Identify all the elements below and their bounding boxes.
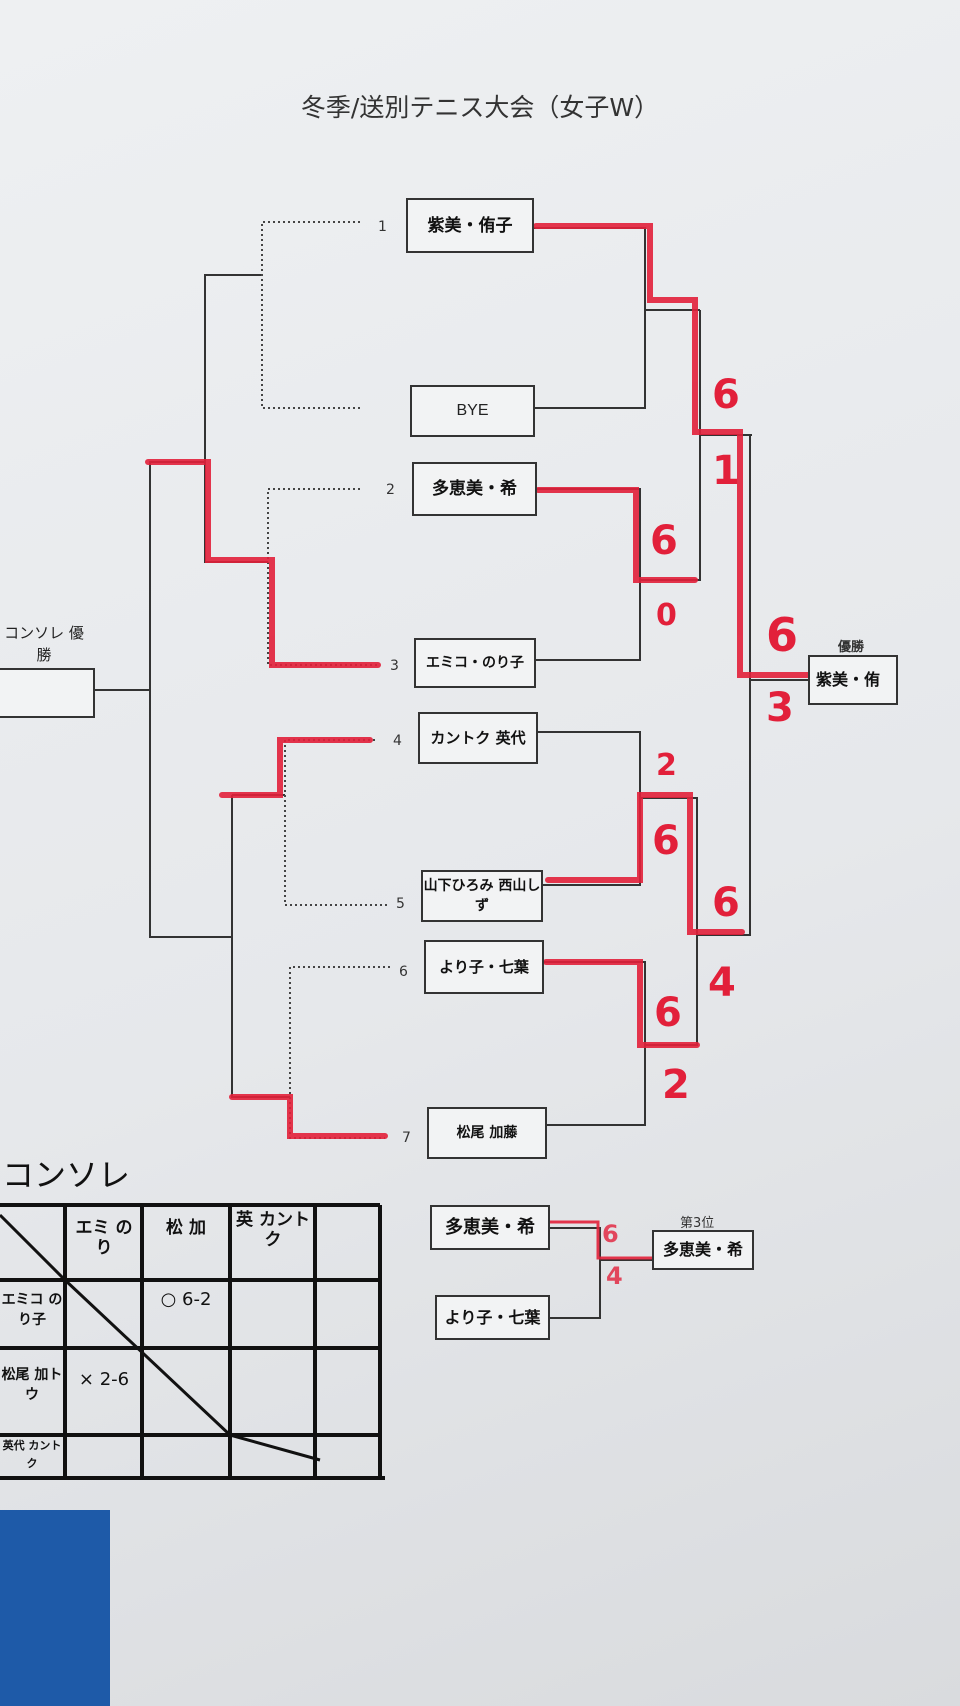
- background-object: [0, 1510, 110, 1706]
- dotted-line: [289, 966, 390, 1139]
- seed-number: 1: [378, 219, 387, 235]
- seed-number: 7: [402, 1130, 411, 1146]
- champion-box: 紫美・侑: [808, 655, 898, 705]
- bracket-line: [534, 227, 646, 409]
- score: 6: [602, 1220, 619, 1248]
- match-result: ○ 6-2: [160, 1289, 212, 1310]
- champion-label: 優勝: [838, 640, 865, 655]
- third-place-entry: 多恵美・希: [430, 1205, 550, 1250]
- seed-number: 3: [390, 658, 399, 674]
- score: 4: [708, 960, 736, 1006]
- match-result: × 2-6: [78, 1369, 130, 1390]
- row-header: 松尾 加トウ: [1, 1367, 63, 1403]
- red-winner-path: [535, 487, 698, 583]
- column-header: 松 加: [166, 1218, 206, 1238]
- column-header: 英 カントク: [236, 1210, 310, 1250]
- row-header: 英代 カントク: [2, 1439, 62, 1470]
- red-winner-path: [229, 1094, 388, 1139]
- bracket-line: [204, 274, 268, 563]
- column-header: エミ のり: [75, 1218, 133, 1258]
- entry-box: より子・七葉: [424, 940, 544, 994]
- score: 6: [654, 990, 682, 1036]
- entry-box: カントク 英代: [418, 712, 538, 764]
- score: 6: [652, 818, 680, 864]
- seed-number: 4: [393, 733, 402, 749]
- score: 6: [650, 518, 678, 564]
- bracket-line: [544, 961, 646, 1126]
- row-header: エミコ のり子: [1, 1292, 63, 1328]
- dotted-line: [261, 221, 360, 409]
- score: 2: [656, 748, 677, 783]
- table-diagonal: [0, 1213, 321, 1462]
- score: 0: [656, 598, 677, 633]
- table-grid: [0, 1203, 385, 1480]
- red-winner-path: [543, 959, 700, 1048]
- score: 6: [766, 608, 799, 662]
- entry-box: エミコ・のり子: [414, 638, 536, 688]
- third-place-label: 第3位: [680, 1216, 715, 1231]
- seed-number: 6: [399, 964, 408, 980]
- bracket-line: [550, 1227, 652, 1319]
- dotted-line: [267, 488, 380, 666]
- score: 6: [712, 372, 740, 418]
- entry-box: 紫美・侑子: [406, 198, 534, 253]
- score: 3: [766, 685, 794, 731]
- score: 4: [606, 1262, 623, 1290]
- score: 1: [712, 448, 740, 494]
- red-winner-path: [548, 1220, 654, 1260]
- third-place-entry: より子・七葉: [435, 1295, 550, 1340]
- third-place-winner-box: 多恵美・希: [652, 1230, 754, 1270]
- page-title: 冬季/送別テニス大会（女子W）: [300, 93, 660, 122]
- score: 6: [712, 880, 740, 926]
- table-grid: [63, 1205, 382, 1478]
- consolation-winner-box: [0, 668, 95, 718]
- red-winner-path: [219, 737, 373, 798]
- red-winner-path: [545, 792, 745, 935]
- red-winner-path: [533, 223, 811, 678]
- dotted-line: [284, 739, 390, 906]
- consolation-title: コンソレ: [2, 1156, 131, 1194]
- bracket-line: [538, 731, 641, 886]
- entry-box: 多恵美・希: [412, 462, 537, 516]
- entry-box: 山下ひろみ 西山しず: [421, 870, 543, 922]
- entry-box: 松尾 加藤: [427, 1107, 547, 1159]
- seed-number: 2: [386, 482, 395, 498]
- red-winner-path: [145, 459, 381, 668]
- seed-number: 5: [396, 896, 405, 912]
- bracket-line: [231, 794, 290, 1098]
- bracket-line: [149, 461, 232, 938]
- consolation-winner-label: コンソレ 優勝: [4, 624, 84, 664]
- score: 2: [662, 1062, 690, 1108]
- entry-box-bye: BYE: [410, 385, 535, 437]
- bracket-line: [536, 488, 641, 661]
